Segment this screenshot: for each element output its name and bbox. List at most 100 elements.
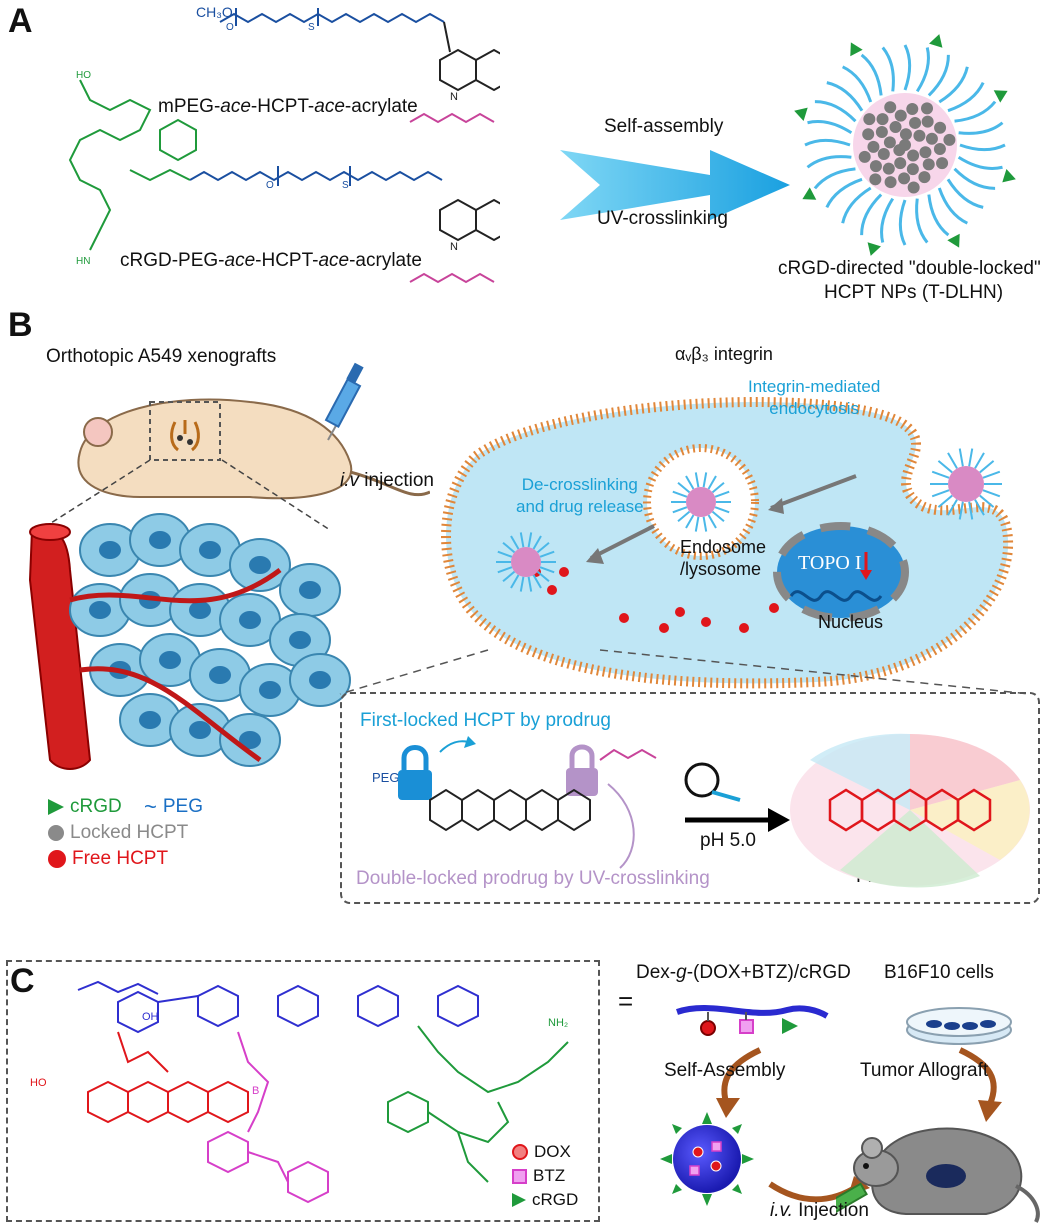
iv-injection-label: i.v injection [340, 470, 434, 492]
crgd-ligand [850, 42, 863, 57]
crgd-ligand [867, 242, 881, 256]
formula-b: -(DOX+BTZ)/cRGD [686, 962, 851, 983]
tumor-cell-nucleus [159, 651, 181, 669]
atom-s-1: S [308, 22, 315, 33]
formula-g: g [676, 962, 687, 983]
legend-b-item: Locked HCPT [48, 820, 308, 846]
np-strand [502, 541, 516, 554]
atom-s-2: S [342, 180, 349, 191]
allograft-label: Tumor Allograft [860, 1060, 989, 1081]
peg-strand [915, 47, 930, 93]
atom-oh-c1: OH [142, 1011, 159, 1023]
tumor-cell-nucleus [139, 711, 161, 729]
peg-strand [825, 177, 863, 209]
legend-c-marker [512, 1168, 527, 1184]
atom-nh2-c: NH₂ [548, 1017, 568, 1029]
crgd-tail: -acrylate [349, 250, 422, 271]
np-strand [982, 470, 1001, 479]
dex-nanoparticle [660, 1112, 754, 1206]
free-hcpt-dot [739, 623, 749, 633]
t-dlhn-nanoparticle [794, 34, 1016, 256]
peg-strand [915, 198, 929, 244]
np-strand [502, 570, 516, 583]
legend-b-label: Free HCPT [72, 848, 169, 869]
locked-hcpt-dot [876, 113, 889, 126]
endocytosis-label: Integrin-mediated endocytosis [748, 376, 880, 420]
panel-a-structures: O S O S N N HO HN [68, 8, 500, 284]
legend-b-label: PEG [162, 796, 203, 817]
legend-c-item: BTZ [512, 1164, 596, 1188]
peg-strand [957, 155, 1003, 170]
np-strand [714, 506, 730, 514]
np-strand [532, 535, 542, 550]
locked-hcpt-dot [884, 176, 897, 189]
legend-b-label: cRGD [70, 796, 122, 817]
panel-a-letter: A [8, 2, 33, 40]
ch3o-label: CH₃O [196, 4, 233, 20]
np-strand [947, 499, 958, 516]
atom-ho: HO [76, 70, 91, 81]
free-hcpt-dot [701, 617, 711, 627]
tumor-cell-nucleus [299, 581, 321, 599]
np-strand [527, 576, 533, 592]
locked-hcpt-dot [875, 125, 888, 138]
tumor-cell-nucleus [99, 541, 121, 559]
peg-strand [898, 199, 907, 246]
np-strand [958, 501, 964, 520]
np-strand [519, 576, 525, 592]
prodrug-schematic [398, 733, 1030, 888]
locked-hcpt-dot [933, 142, 946, 155]
peg-strand [881, 46, 895, 92]
peg-strand [860, 53, 883, 96]
tumor-cell-nucleus [189, 601, 211, 619]
np-strand [711, 510, 725, 523]
peg-strand [880, 197, 895, 243]
tumor-cell-nucleus [239, 611, 261, 629]
peg-strand [813, 167, 856, 190]
crgd-ligand [1002, 169, 1016, 183]
np-strand [702, 516, 708, 532]
np-strand [979, 460, 995, 474]
locked-hcpt-dot [894, 157, 907, 170]
crgd-compound-name: cRGD-PEG-ace-HCPT-ace-acrylate [120, 250, 422, 272]
locked-hcpt-dot [884, 101, 897, 114]
ph-label: pH 5.0 [700, 830, 756, 851]
legend-b-item: cRGD [48, 794, 308, 820]
mpeg-compound-name: mPEG-ace-HCPT-ace-acrylate [158, 96, 418, 118]
legend-c-label: BTZ [533, 1166, 566, 1185]
tumor-cell-nucleus [289, 631, 311, 649]
locked-hcpt-dot [919, 146, 932, 159]
np-strand [968, 448, 974, 467]
np-strand [931, 489, 950, 498]
locked-hcpt-dot [898, 172, 911, 185]
mpeg-hcpt: -HCPT- [250, 96, 315, 117]
locked-hcpt-dot [943, 133, 956, 146]
tumor-cell-nucleus [89, 601, 111, 619]
mpeg-ace-1: ace [220, 96, 251, 117]
allograft-mouse [836, 1127, 1040, 1223]
tumor-cell-nucleus [149, 531, 171, 549]
legend-c-label: DOX [534, 1142, 571, 1161]
decross-label: De-crosslinking and drug release [516, 474, 644, 518]
crgd-ligand [993, 90, 1008, 103]
capillary [69, 567, 282, 763]
legend-b-label: Locked HCPT [70, 822, 189, 843]
peg-strand [826, 81, 864, 112]
locked-hcpt-dot [909, 116, 922, 129]
locked-hcpt-dot [925, 132, 938, 145]
atom-o-1: O [226, 22, 234, 33]
locked-hcpt-dot [889, 121, 902, 134]
free-hcpt-dot [769, 603, 779, 613]
np-strand [685, 514, 695, 529]
peg-strand [903, 44, 912, 91]
crgd-ligand [947, 233, 960, 248]
endosome-line1: Endosome [680, 537, 767, 557]
np-strand [685, 475, 695, 490]
np-caption-line2: HCPT NPs (T-DLHN) [824, 282, 1004, 303]
panel-c-structure-box [6, 960, 600, 1222]
peg-strand [959, 143, 1006, 152]
peg-strand [804, 138, 851, 147]
peg-strand [946, 178, 984, 209]
crgd-ligand [794, 107, 808, 121]
np-caption-line1: cRGD-directed "double-locked" [778, 258, 1041, 279]
